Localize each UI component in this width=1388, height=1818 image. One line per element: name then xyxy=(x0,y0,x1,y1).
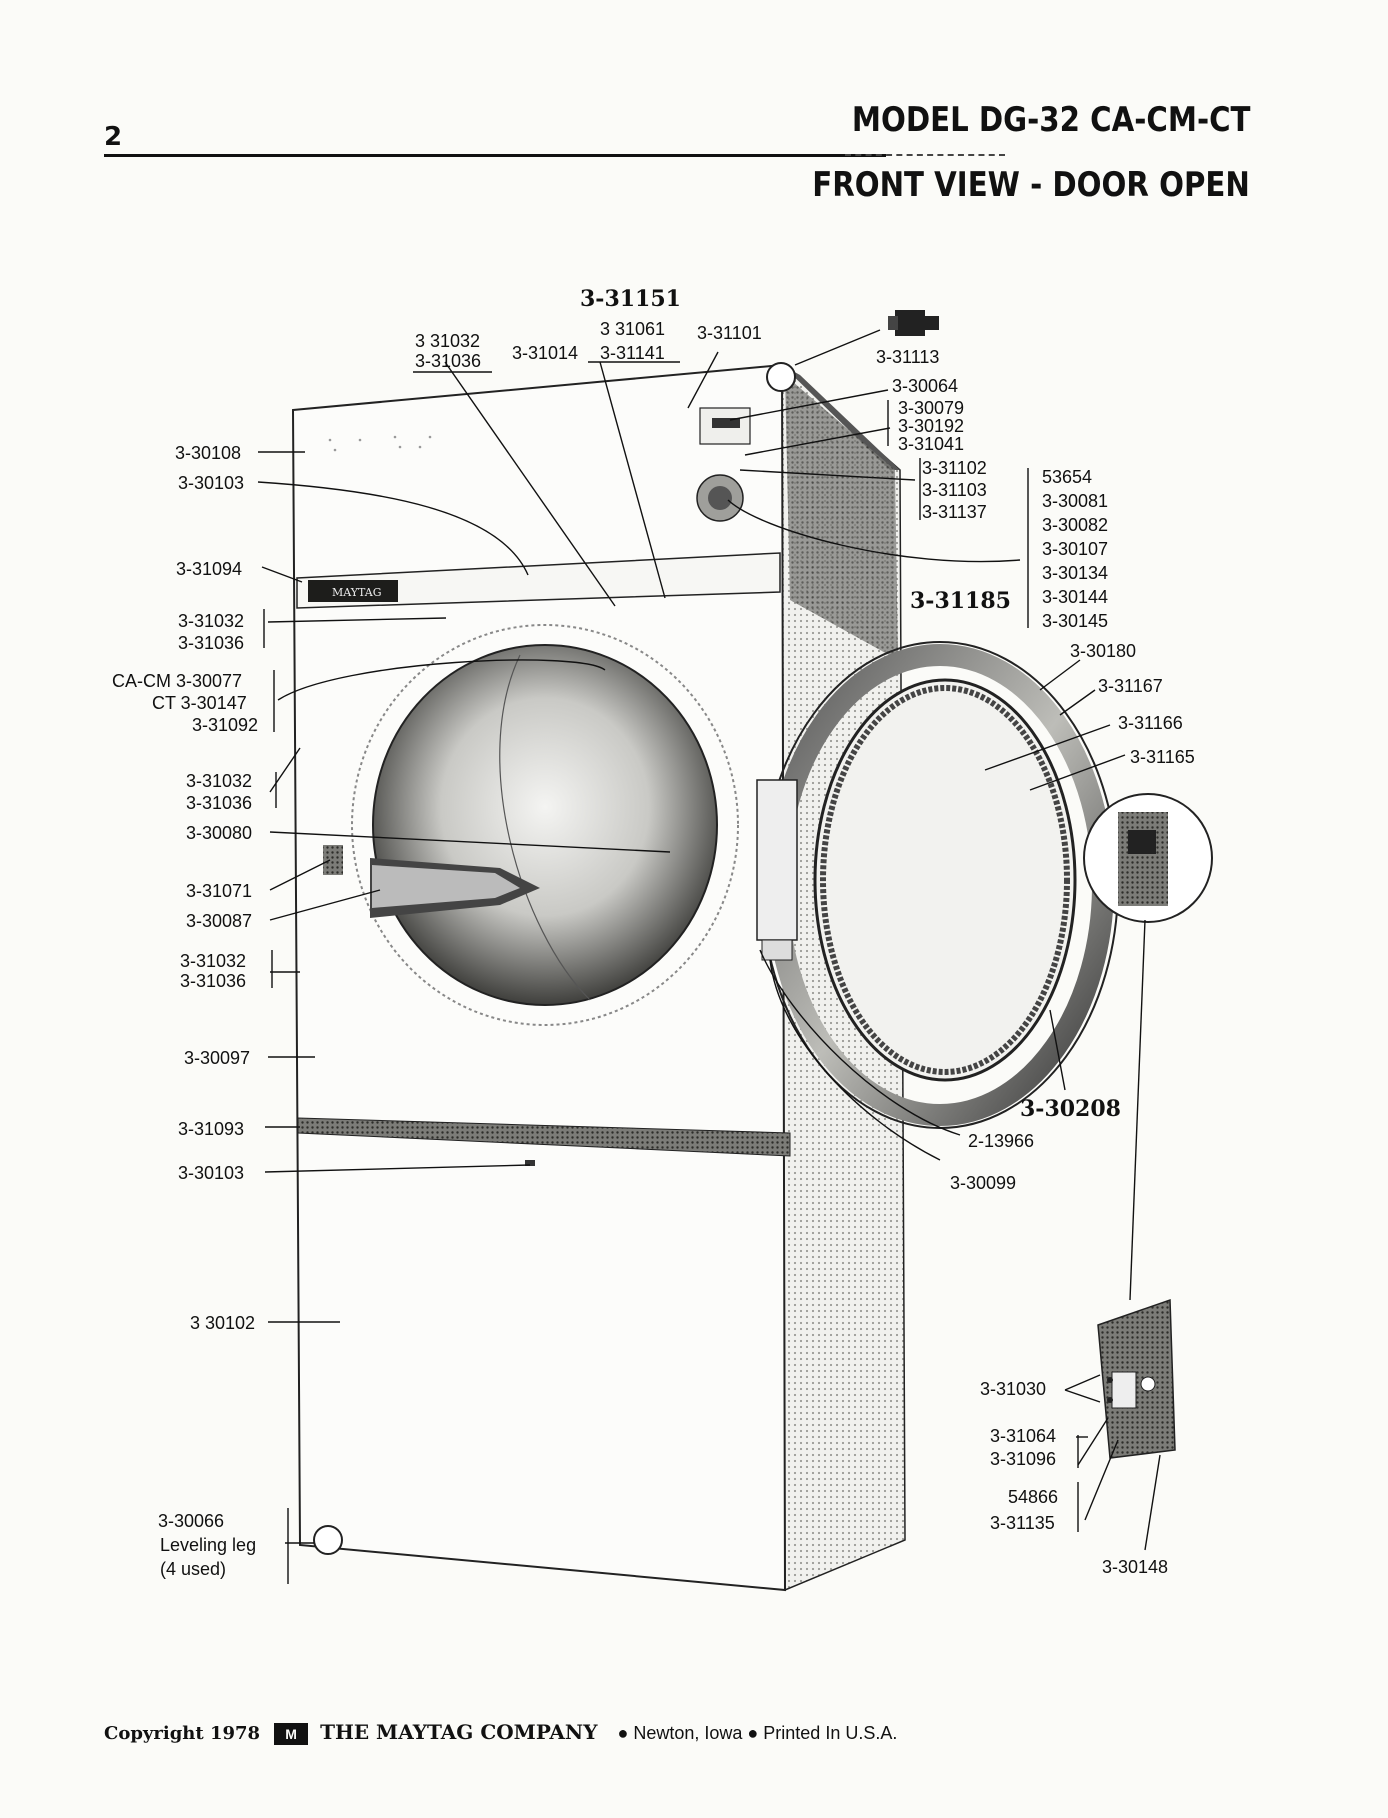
part-3-31032-top: 3 31032 xyxy=(415,331,481,351)
side-shading xyxy=(785,375,898,660)
footer: Copyright 1978 M THE MAYTAG COMPANY ● Newto… xyxy=(104,1720,897,1745)
part-3-30107: 3-30107 xyxy=(1042,539,1109,559)
view-title: FRONT VIEW - DOOR OPEN xyxy=(812,165,1250,205)
part-3-31101: 3-31101 xyxy=(697,323,762,343)
part-ct-3-30147: CT 3-30147 xyxy=(152,693,247,713)
part-3-30087: 3-30087 xyxy=(186,911,253,931)
part-3-31185: 3-31185 xyxy=(910,588,1011,614)
footer-company: THE MAYTAG COMPANY xyxy=(320,1720,598,1744)
part-3-31014: 3-31014 xyxy=(512,343,579,363)
control-panel xyxy=(296,552,781,609)
part-3-31141: 3-31141 xyxy=(600,343,665,363)
maytag-badge-text: MAYTAG xyxy=(332,586,382,599)
header-rule xyxy=(104,154,886,157)
part-3-30099: 3-30099 xyxy=(950,1173,1017,1193)
part-3-31030: 3-31030 xyxy=(980,1379,1047,1399)
part-3-30180: 3-30180 xyxy=(1070,641,1137,661)
cabinet-top-edge xyxy=(782,365,900,470)
part-3-31103: 3-31103 xyxy=(922,480,987,500)
drum xyxy=(372,644,718,1006)
part-3-31093: 3-31093 xyxy=(178,1119,245,1139)
part-3-31135: 3-31135 xyxy=(990,1513,1055,1533)
maytag-logo-icon: M xyxy=(274,1722,309,1745)
part-53654: 53654 xyxy=(1042,467,1093,487)
part-3-30080: 3-30080 xyxy=(186,823,253,843)
part-3-30081: 3-30081 xyxy=(1042,491,1109,511)
footer-copyright: Copyright 1978 xyxy=(104,1723,261,1744)
part-54866: 54866 xyxy=(1008,1487,1059,1507)
part-3-30082: 3-30082 xyxy=(1042,515,1109,535)
part-3-30145: 3-30145 xyxy=(1042,611,1109,631)
part-3-30148: 3-30148 xyxy=(1102,1557,1169,1577)
leveling-leg-label: Leveling leg xyxy=(160,1535,257,1555)
page-number: 2 xyxy=(104,122,123,152)
header-rule-dashes xyxy=(845,154,1005,156)
part-3-30192: 3-30192 xyxy=(898,416,965,436)
push-button-part xyxy=(888,310,939,336)
part-ca-cm-3-30077: CA-CM 3-30077 xyxy=(112,671,243,691)
door-opening-rim xyxy=(351,624,739,1026)
part-3-31166: 3-31166 xyxy=(1118,713,1183,733)
footer-location: ● Newton, Iowa ● Printed In U.S.A. xyxy=(617,1723,898,1743)
model-title: MODEL DG-32 CA-CM-CT xyxy=(851,100,1250,140)
part-3-30108: 3-30108 xyxy=(175,443,242,463)
part-3-31165: 3-31165 xyxy=(1130,747,1195,767)
part-3-31032-b: 3-31032 xyxy=(186,771,253,791)
part-3-31036-a: 3-31036 xyxy=(178,633,245,653)
door-glass xyxy=(813,678,1077,1082)
part-3-30066: 3-30066 xyxy=(158,1511,225,1531)
part-3-30097: 3-30097 xyxy=(184,1048,251,1068)
part-3-31036-c: 3-31036 xyxy=(180,971,247,991)
part-3-30134: 3-30134 xyxy=(1042,563,1109,583)
part-3-31071: 3-31071 xyxy=(186,881,253,901)
left-vent xyxy=(323,845,343,875)
part-3-31094: 3-31094 xyxy=(176,559,243,579)
part-3-30144: 3-30144 xyxy=(1042,587,1109,607)
part-3-31151: 3-31151 xyxy=(580,286,681,312)
maytag-badge xyxy=(308,580,398,602)
top-circle xyxy=(766,362,796,392)
part-3-31041: 3-31041 xyxy=(898,434,965,454)
part-2-13966: 2-13966 xyxy=(968,1131,1035,1151)
part-3-31032-c: 3-31032 xyxy=(180,951,247,971)
leveling-leg xyxy=(313,1525,343,1555)
part-3-31102: 3-31102 xyxy=(922,458,987,478)
part-3-31092: 3-31092 xyxy=(192,715,259,735)
part-3-31061: 3 31061 xyxy=(600,319,666,339)
leveling-leg-count: (4 used) xyxy=(160,1559,227,1579)
part-3-31036-b: 3-31036 xyxy=(186,793,253,813)
door-hinge xyxy=(756,779,798,941)
part-3-31096: 3-31096 xyxy=(990,1449,1057,1469)
part-3-30102: 3 30102 xyxy=(190,1313,256,1333)
part-3-31036-top: 3-31036 xyxy=(415,351,482,371)
toe-strip xyxy=(297,1117,791,1157)
part-3-31167: 3-31167 xyxy=(1098,676,1163,696)
part-3-31032-a: 3-31032 xyxy=(178,611,245,631)
part-3-30079: 3-30079 xyxy=(898,398,965,418)
part-3-30064: 3-30064 xyxy=(892,376,959,396)
part-3-30103-a: 3-30103 xyxy=(178,473,245,493)
part-3-30103-b: 3-30103 xyxy=(178,1163,245,1183)
part-3-31064: 3-31064 xyxy=(990,1426,1057,1446)
part-3-31137: 3-31137 xyxy=(922,502,987,522)
part-3-31113: 3-31113 xyxy=(876,347,940,367)
part-3-30208: 3-30208 xyxy=(1020,1096,1121,1122)
